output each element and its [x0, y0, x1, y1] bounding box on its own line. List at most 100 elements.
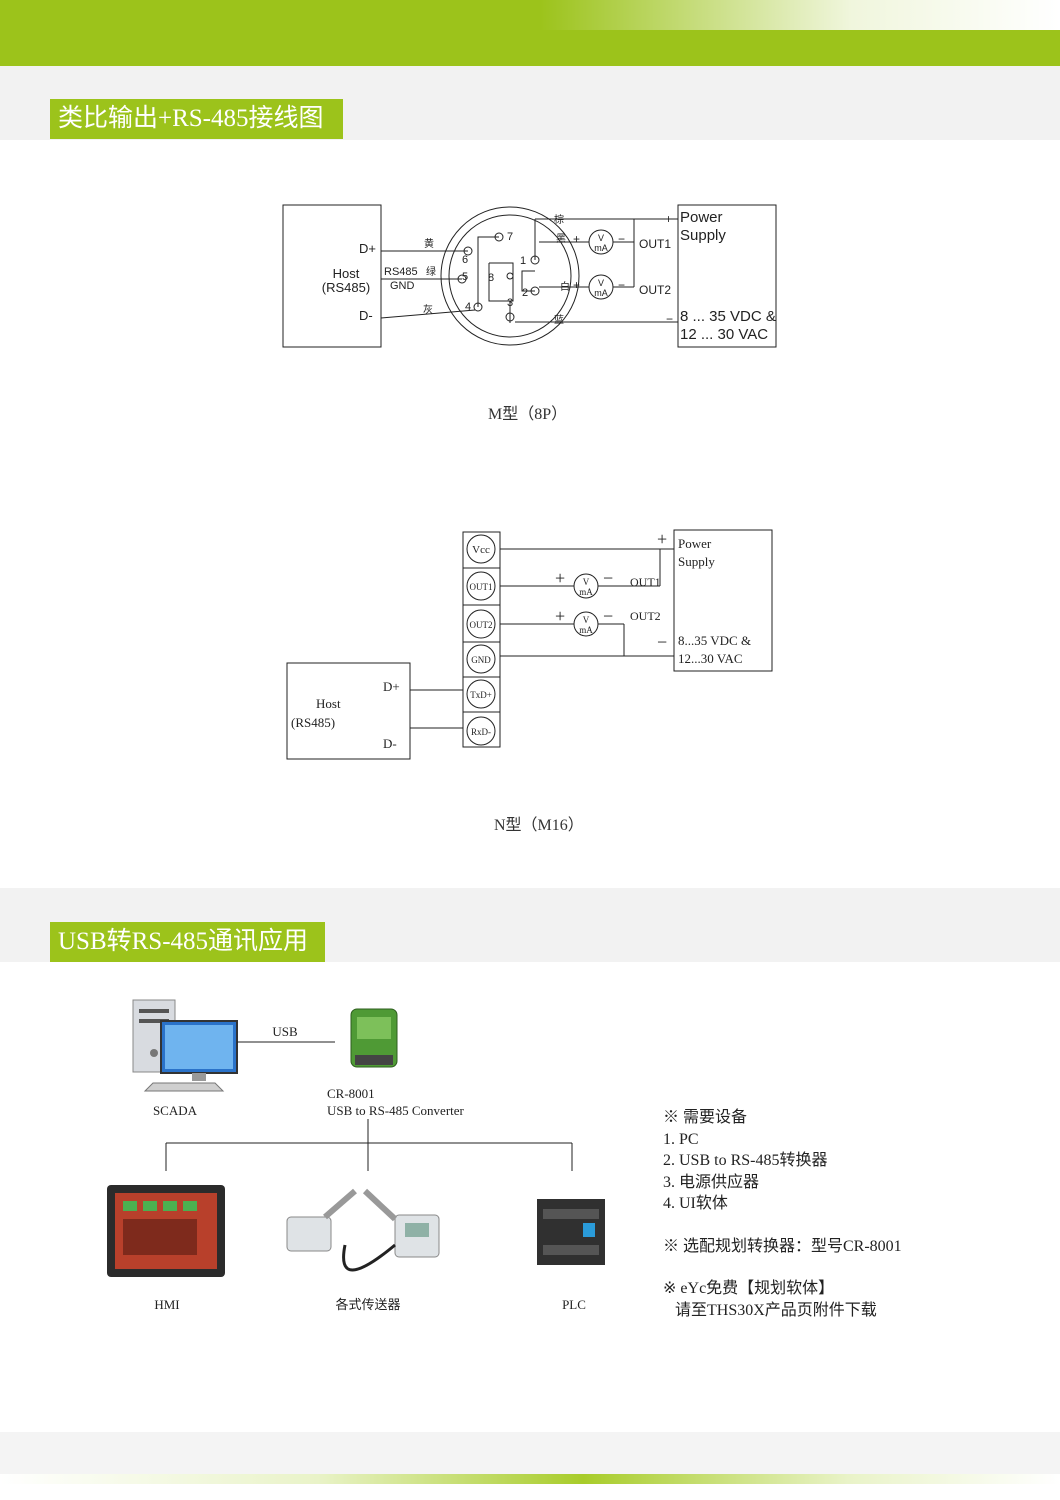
out1-label: OUT1	[639, 237, 671, 251]
requirements-header: ※ 需要设备	[663, 1109, 748, 1126]
meter1-minus: −	[618, 232, 625, 246]
footer-bar	[0, 1474, 1060, 1484]
hmi-label: HMI	[154, 1297, 179, 1312]
pin-label-1: 1	[520, 255, 526, 267]
supply-label: Supply	[680, 227, 726, 244]
meter1-ma-n: mA	[579, 587, 593, 597]
caption-n-type: N型（M16）	[494, 817, 584, 834]
connector-inner-ring	[448, 214, 572, 338]
out1-label-n: OUT1	[630, 575, 661, 589]
host-rs485-label: (RS485)	[322, 280, 370, 295]
power-plus: +	[665, 212, 672, 226]
requirement-item: 2. USB to RS-485转换器	[663, 1152, 828, 1169]
host-rs485-label-n: (RS485)	[291, 715, 335, 730]
meter2-v: V	[598, 278, 604, 288]
out2-label-n: OUT2	[630, 609, 661, 623]
meter1-minus-n: −	[603, 568, 613, 588]
scada-label: SCADA	[153, 1103, 198, 1118]
host-box-n	[286, 662, 411, 760]
wiring-diagram-n: Vcc OUT1 OUT2 GND TxD+ RxD- Host (RS485)…	[286, 529, 773, 760]
power-supply-box	[677, 204, 777, 348]
connector-outer-ring	[440, 206, 580, 346]
meter2-minus: −	[618, 278, 625, 292]
terminal-txd: TxD+	[470, 690, 492, 700]
pin-label-7: 7	[507, 231, 513, 243]
voltage-ac-label-n: 12...30 VAC	[678, 651, 743, 666]
voltage-dc-label-n: 8...35 VDC &	[678, 633, 751, 648]
terminal-gnd: GND	[471, 655, 491, 665]
host-box	[282, 204, 382, 348]
power-minus-n: −	[657, 632, 667, 652]
usb-label: USB	[272, 1024, 298, 1039]
requirements-software: ※ eYc免费【规划软体】	[663, 1280, 835, 1297]
supply-label-n: Supply	[678, 554, 715, 569]
meter1-plus: +	[573, 232, 580, 246]
meter1-ma: mA	[594, 243, 608, 253]
host-label: Host	[333, 266, 360, 281]
meter2-ma: mA	[594, 288, 608, 298]
voltage-ac-label: 12 ... 30 VAC	[680, 326, 768, 343]
d-minus-label: D-	[359, 308, 373, 323]
wire-grey-label: 灰	[423, 303, 433, 316]
rs485-label: RS485	[384, 266, 418, 278]
power-label: Power	[680, 209, 723, 226]
terminal-rxd: RxD-	[471, 727, 491, 737]
out2-label: OUT2	[639, 283, 671, 297]
power-label-n: Power	[678, 536, 712, 551]
header-bar-highlight	[540, 0, 1060, 30]
requirements-download: 请至THS30X产品页附件下载	[663, 1301, 877, 1319]
meter1-v-n: V	[583, 577, 590, 587]
meter1-plus-n: +	[555, 568, 565, 588]
plc-label: PLC	[562, 1297, 586, 1312]
pin-label-5: 5	[462, 271, 468, 283]
pin-label-3: 3	[507, 297, 513, 309]
requirement-item: 3. 电源供应器	[663, 1173, 760, 1191]
gnd-label: GND	[390, 280, 415, 292]
d-plus-label: D+	[359, 241, 376, 256]
voltage-dc-label: 8 ... 35 VDC &	[680, 308, 776, 325]
wire-blue-label: 蓝	[554, 314, 564, 326]
meter2-plus: +	[573, 278, 580, 292]
pin-label-6: 6	[462, 254, 468, 266]
section-title-wiring: 类比输出+RS-485接线图	[50, 99, 343, 139]
pin-label-8: 8	[488, 272, 494, 284]
converter-model-label: CR-8001	[327, 1086, 375, 1101]
power-supply-box-n	[673, 529, 773, 672]
meter-circle-1	[588, 229, 614, 255]
usb-application-diagram: USB SCADA CR-8001 USB to RS-485 Converte…	[107, 999, 605, 1312]
meter-circle-2	[588, 274, 614, 300]
wire-yellow-label: 黄	[424, 237, 434, 250]
wire-white-label: 白	[560, 280, 570, 293]
pin-label-4: 4	[465, 301, 471, 313]
meter2-minus-n: −	[603, 606, 613, 626]
requirements-block: ※ 需要设备 1. PC 2. USB to RS-485转换器 3. 电源供应…	[663, 1107, 902, 1321]
power-plus-n: +	[657, 529, 667, 549]
plc-device-icon	[537, 1199, 605, 1265]
requirements-option: ※ 选配规划转换器：型号CR-8001	[663, 1237, 902, 1255]
meter1-v: V	[598, 233, 604, 243]
wiring-diagram-m: Host (RS485) D+ D- RS485 GND 黄 绿 灰 棕 黑 白…	[282, 204, 777, 348]
host-label-n: Host	[316, 696, 341, 711]
converter-device-icon	[350, 1008, 398, 1068]
requirement-item: 1. PC	[663, 1130, 699, 1148]
meter2-plus-n: +	[555, 606, 565, 626]
converter-desc-label: USB to RS-485 Converter	[327, 1103, 465, 1118]
pin-label-2: 2	[522, 287, 528, 299]
meter2-ma-n: mA	[579, 625, 593, 635]
requirement-item: 4. UI软体	[663, 1195, 728, 1212]
caption-m-type: M型（8P）	[488, 406, 568, 423]
sensors-icon	[286, 1188, 440, 1272]
wire-brown-label: 棕	[554, 213, 564, 226]
terminal-out2: OUT2	[470, 620, 493, 630]
hmi-panel-icon	[107, 1185, 225, 1277]
sensors-label: 各式传送器	[335, 1297, 400, 1312]
wire-green-label: 绿	[426, 265, 436, 278]
meter2-v-n: V	[583, 615, 590, 625]
terminal-vcc: Vcc	[472, 544, 490, 556]
scada-computer-icon	[132, 999, 238, 1092]
power-minus: −	[666, 312, 673, 326]
footer-band	[0, 1432, 1060, 1474]
wire-black-label: 黑	[556, 233, 566, 245]
d-minus-label-n: D-	[383, 736, 397, 751]
terminal-out1: OUT1	[470, 582, 493, 592]
